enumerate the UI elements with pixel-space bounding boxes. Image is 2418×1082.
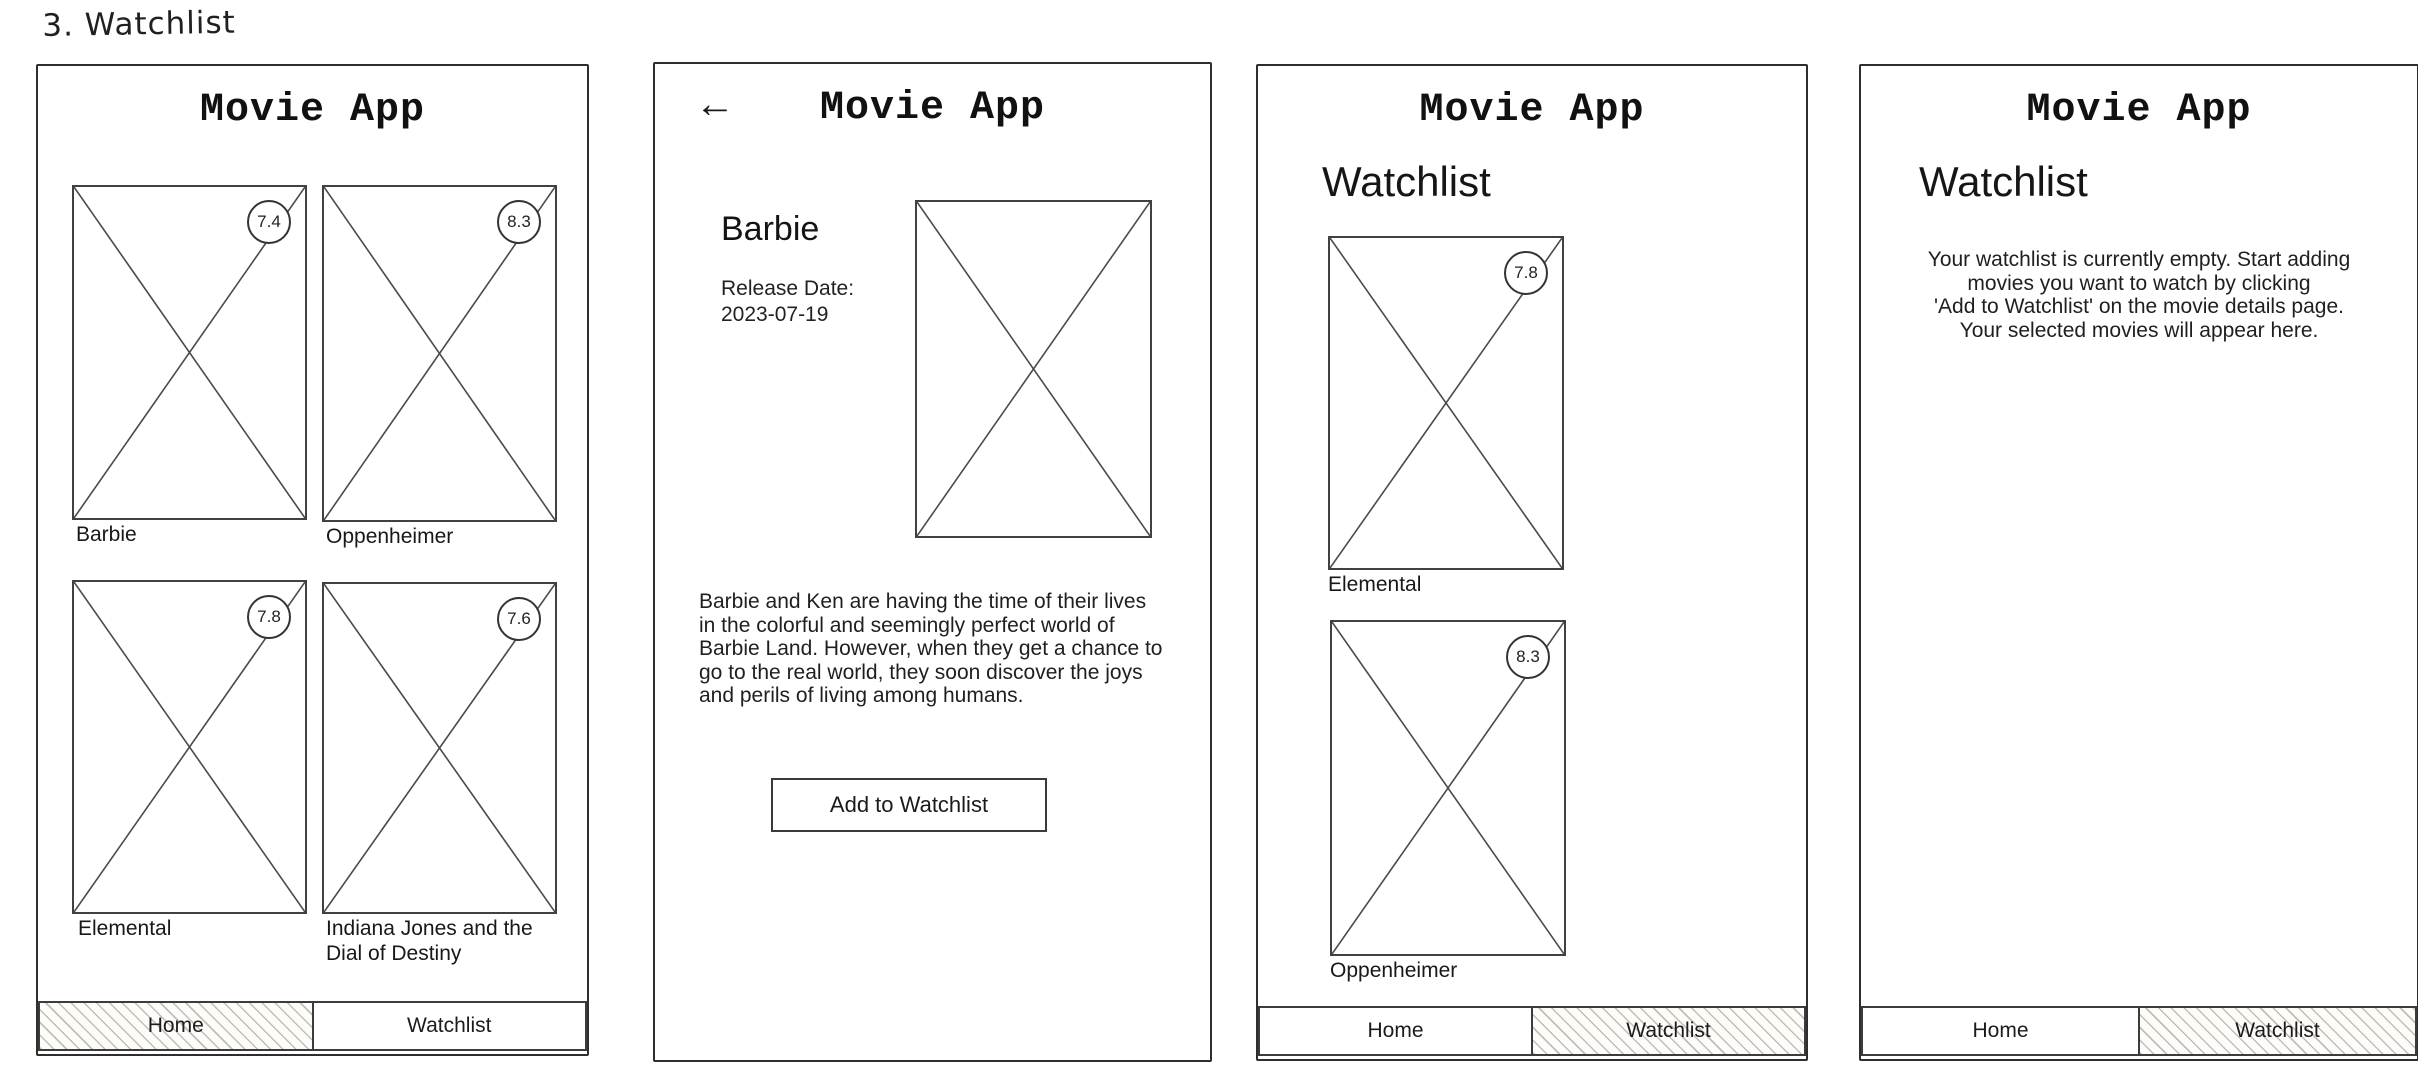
release-date-value: 2023-07-19 [721, 303, 829, 326]
nav-tab-home[interactable]: Home [1861, 1006, 2140, 1056]
movie-card-elemental[interactable]: 7.8 [1328, 236, 1564, 570]
screen-watchlist-empty: Movie App Watchlist Your watchlist is cu… [1859, 64, 2418, 1061]
image-placeholder-icon [917, 202, 1150, 536]
movie-card-oppenheimer[interactable]: 8.3 [322, 185, 557, 522]
bottom-nav: Home Watchlist [38, 1001, 587, 1051]
rating-value: 7.4 [257, 212, 281, 231]
screen-watchlist: Movie App Watchlist 7.8 Elemental 8.3 Op… [1256, 64, 1808, 1061]
app-header: Movie App [199, 88, 426, 133]
rating-value: 7.6 [507, 609, 531, 628]
release-date-label: Release Date: [721, 277, 855, 300]
rating-badge: 8.3 [1506, 635, 1550, 679]
movie-title-label: Barbie [76, 523, 137, 546]
movie-detail-title: Barbie [721, 210, 820, 248]
screen-home: Movie App 7.4 Barbie 8.3 Oppenheimer [36, 64, 589, 1056]
nav-tab-label: Watchlist [1626, 1019, 1711, 1042]
release-date-block: Release Date: 2023-07-19 [721, 276, 854, 328]
screen-movie-detail: ← Movie App Barbie Release Date: 2023-07… [653, 62, 1212, 1062]
movie-card-barbie[interactable]: 7.4 [72, 185, 307, 520]
app-header: Movie App [1419, 88, 1645, 133]
back-arrow-icon[interactable]: ← [695, 82, 735, 126]
nav-tab-label: Home [1367, 1019, 1424, 1042]
nav-tab-label: Home [147, 1014, 204, 1037]
nav-tab-home[interactable]: Home [38, 1001, 314, 1051]
bottom-nav: Home Watchlist [1861, 1006, 2417, 1056]
page-title: 3. Watchlist [42, 4, 237, 44]
rating-badge: 7.4 [247, 200, 291, 244]
nav-tab-watchlist[interactable]: Watchlist [2138, 1006, 2417, 1056]
movie-title-label: Oppenheimer [1330, 959, 1458, 982]
rating-value: 8.3 [507, 212, 531, 231]
movie-title-label: Oppenheimer [326, 525, 454, 548]
nav-tab-label: Home [1972, 1019, 2029, 1042]
nav-tab-label: Watchlist [407, 1014, 492, 1037]
rating-value: 7.8 [257, 607, 281, 626]
watchlist-heading: Watchlist [1322, 158, 1491, 205]
nav-tab-watchlist[interactable]: Watchlist [1531, 1006, 1806, 1056]
rating-badge: 7.8 [247, 595, 291, 639]
movie-title-label: Indiana Jones and the Dial of Destiny [326, 917, 533, 965]
nav-tab-watchlist[interactable]: Watchlist [311, 1001, 587, 1051]
movie-title-label: Elemental [1328, 573, 1422, 596]
bottom-nav: Home Watchlist [1258, 1006, 1806, 1056]
movie-poster-placeholder [915, 200, 1152, 538]
movie-title-label: Elemental [78, 917, 172, 940]
nav-tab-label: Watchlist [2235, 1019, 2320, 1042]
rating-badge: 7.6 [497, 597, 541, 641]
watchlist-empty-message: Your watchlist is currently empty. Start… [1927, 248, 2351, 342]
rating-badge: 7.8 [1504, 251, 1548, 295]
movie-card-elemental[interactable]: 7.8 [72, 580, 307, 914]
rating-value: 7.8 [1514, 263, 1538, 282]
app-header: Movie App [2026, 88, 2252, 133]
rating-value: 8.3 [1516, 647, 1540, 666]
movie-card-oppenheimer[interactable]: 8.3 [1330, 620, 1566, 956]
add-to-watchlist-label: Add to Watchlist [829, 792, 989, 817]
nav-tab-home[interactable]: Home [1258, 1006, 1533, 1056]
watchlist-heading: Watchlist [1919, 158, 2088, 205]
app-header: Movie App [819, 86, 1046, 131]
movie-card-indiana-jones[interactable]: 7.6 [322, 582, 557, 914]
add-to-watchlist-button[interactable]: Add to Watchlist [771, 778, 1047, 832]
rating-badge: 8.3 [497, 200, 541, 244]
movie-description: Barbie and Ken are having the time of th… [699, 590, 1163, 708]
